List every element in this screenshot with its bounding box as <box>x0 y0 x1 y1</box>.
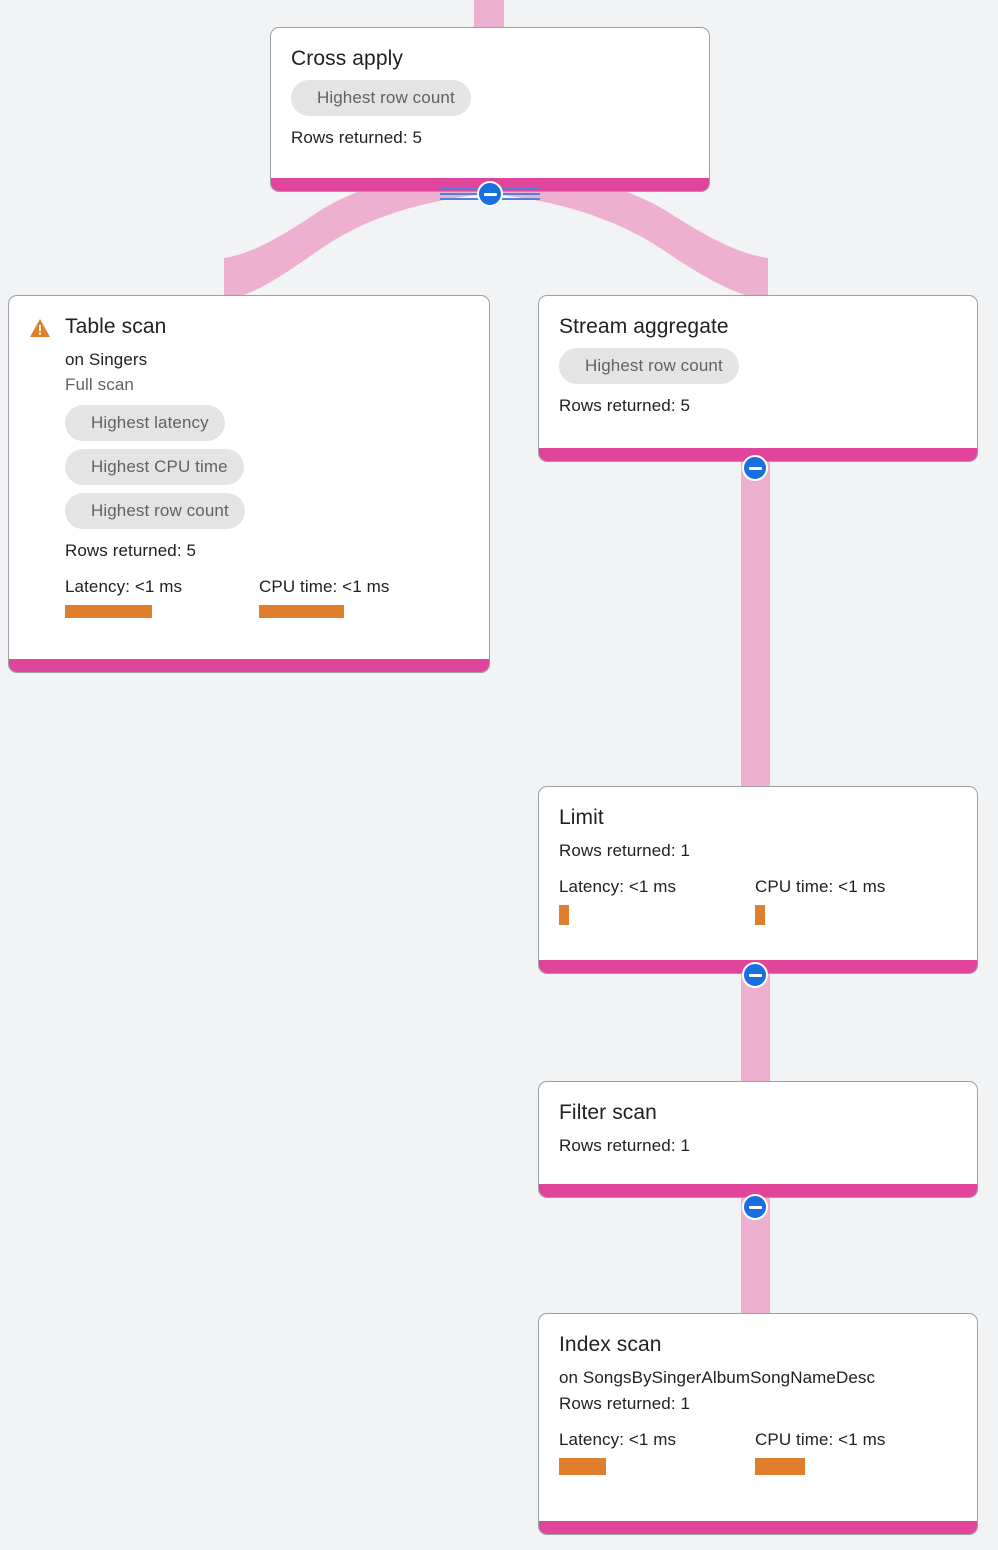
chip-highest-row-count: Highest row count <box>559 348 739 384</box>
metric-latency: Latency: <1 ms <box>559 1429 755 1475</box>
chip-list: Highest row count <box>559 348 957 392</box>
node-footer-bar <box>539 1521 977 1534</box>
rows-returned: Rows returned: 1 <box>559 841 691 860</box>
warning-icon <box>29 318 51 343</box>
edge-crossapply-streamaggregate-ribbon <box>492 168 768 302</box>
metric-latency: Latency: <1 ms <box>65 576 259 618</box>
metric-latency-label: Latency: <1 ms <box>559 877 677 896</box>
metric-cpu-time: CPU time: <1 ms <box>755 1429 885 1475</box>
metric-latency: Latency: <1 ms <box>559 876 755 925</box>
node-footer-bar <box>539 448 977 461</box>
collapse-button-filter-scan[interactable] <box>742 1194 768 1220</box>
metric-cpu-time-bar <box>259 605 344 618</box>
node-footer-bar <box>9 659 489 672</box>
metric-latency-bar <box>559 905 569 925</box>
metric-latency-bar <box>559 1458 606 1475</box>
chip-list: Highest latency Highest CPU time Highest… <box>65 405 469 537</box>
minus-icon <box>748 1205 762 1209</box>
node-title: Cross apply <box>291 47 403 70</box>
rows-returned: Rows returned: 5 <box>559 396 691 415</box>
node-index-scan[interactable]: Index scan on SongsBySingerAlbumSongName… <box>538 1313 978 1535</box>
chip-highest-row-count: Highest row count <box>65 493 245 529</box>
node-title: Stream aggregate <box>559 315 729 338</box>
metric-latency-label: Latency: <1 ms <box>559 1430 677 1449</box>
metrics-row: Latency: <1 ms CPU time: <1 ms <box>559 1429 957 1475</box>
minus-icon <box>748 973 762 977</box>
metric-latency-label: Latency: <1 ms <box>65 577 183 596</box>
node-limit[interactable]: Limit Rows returned: 1 Latency: <1 ms CP… <box>538 786 978 974</box>
rows-returned: Rows returned: 1 <box>559 1136 691 1155</box>
metric-cpu-time-label: CPU time: <1 ms <box>755 1430 886 1449</box>
node-target: on SongsBySingerAlbumSongNameDesc <box>559 1368 876 1387</box>
rows-returned: Rows returned: 5 <box>65 541 197 560</box>
metric-cpu-time-bar <box>755 1458 805 1475</box>
node-footer-bar <box>539 1184 977 1197</box>
edge-streamaggregate-to-limit <box>741 462 770 790</box>
node-title: Limit <box>559 806 604 829</box>
node-table-scan[interactable]: Table scan on Singers Full scan Highest … <box>8 295 490 673</box>
node-detail: Full scan <box>65 375 134 394</box>
collapse-button-stream-aggregate[interactable] <box>742 455 768 481</box>
metric-cpu-time: CPU time: <1 ms <box>259 576 389 618</box>
chip-highest-cpu-time: Highest CPU time <box>65 449 244 485</box>
metric-cpu-time-bar <box>755 905 765 925</box>
node-filter-scan[interactable]: Filter scan Rows returned: 1 <box>538 1081 978 1198</box>
node-target: on Singers <box>65 350 148 369</box>
metric-cpu-time-label: CPU time: <1 ms <box>755 877 886 896</box>
collapse-button-limit[interactable] <box>742 962 768 988</box>
metric-latency-bar <box>65 605 152 618</box>
collapse-button-cross-apply[interactable] <box>477 181 503 207</box>
metric-cpu-time-label: CPU time: <1 ms <box>259 577 390 596</box>
metrics-row: Latency: <1 ms CPU time: <1 ms <box>559 876 957 925</box>
chip-highest-latency: Highest latency <box>65 405 225 441</box>
chip-highest-row-count: Highest row count <box>291 80 471 116</box>
node-title: Index scan <box>559 1333 662 1356</box>
edge-crossapply-tablescan-ribbon <box>224 168 486 302</box>
rows-returned: Rows returned: 5 <box>291 128 423 147</box>
minus-icon <box>483 192 497 196</box>
metric-cpu-time: CPU time: <1 ms <box>755 876 885 925</box>
rows-returned: Rows returned: 1 <box>559 1394 691 1413</box>
minus-icon <box>748 466 762 470</box>
edge-incoming-top <box>474 0 504 28</box>
metrics-row: Latency: <1 ms CPU time: <1 ms <box>65 576 469 618</box>
node-stream-aggregate[interactable]: Stream aggregate Highest row count Rows … <box>538 295 978 462</box>
chip-list: Highest row count <box>291 80 689 124</box>
node-cross-apply[interactable]: Cross apply Highest row count Rows retur… <box>270 27 710 192</box>
node-title: Filter scan <box>559 1101 657 1124</box>
node-title: Table scan <box>65 315 167 338</box>
